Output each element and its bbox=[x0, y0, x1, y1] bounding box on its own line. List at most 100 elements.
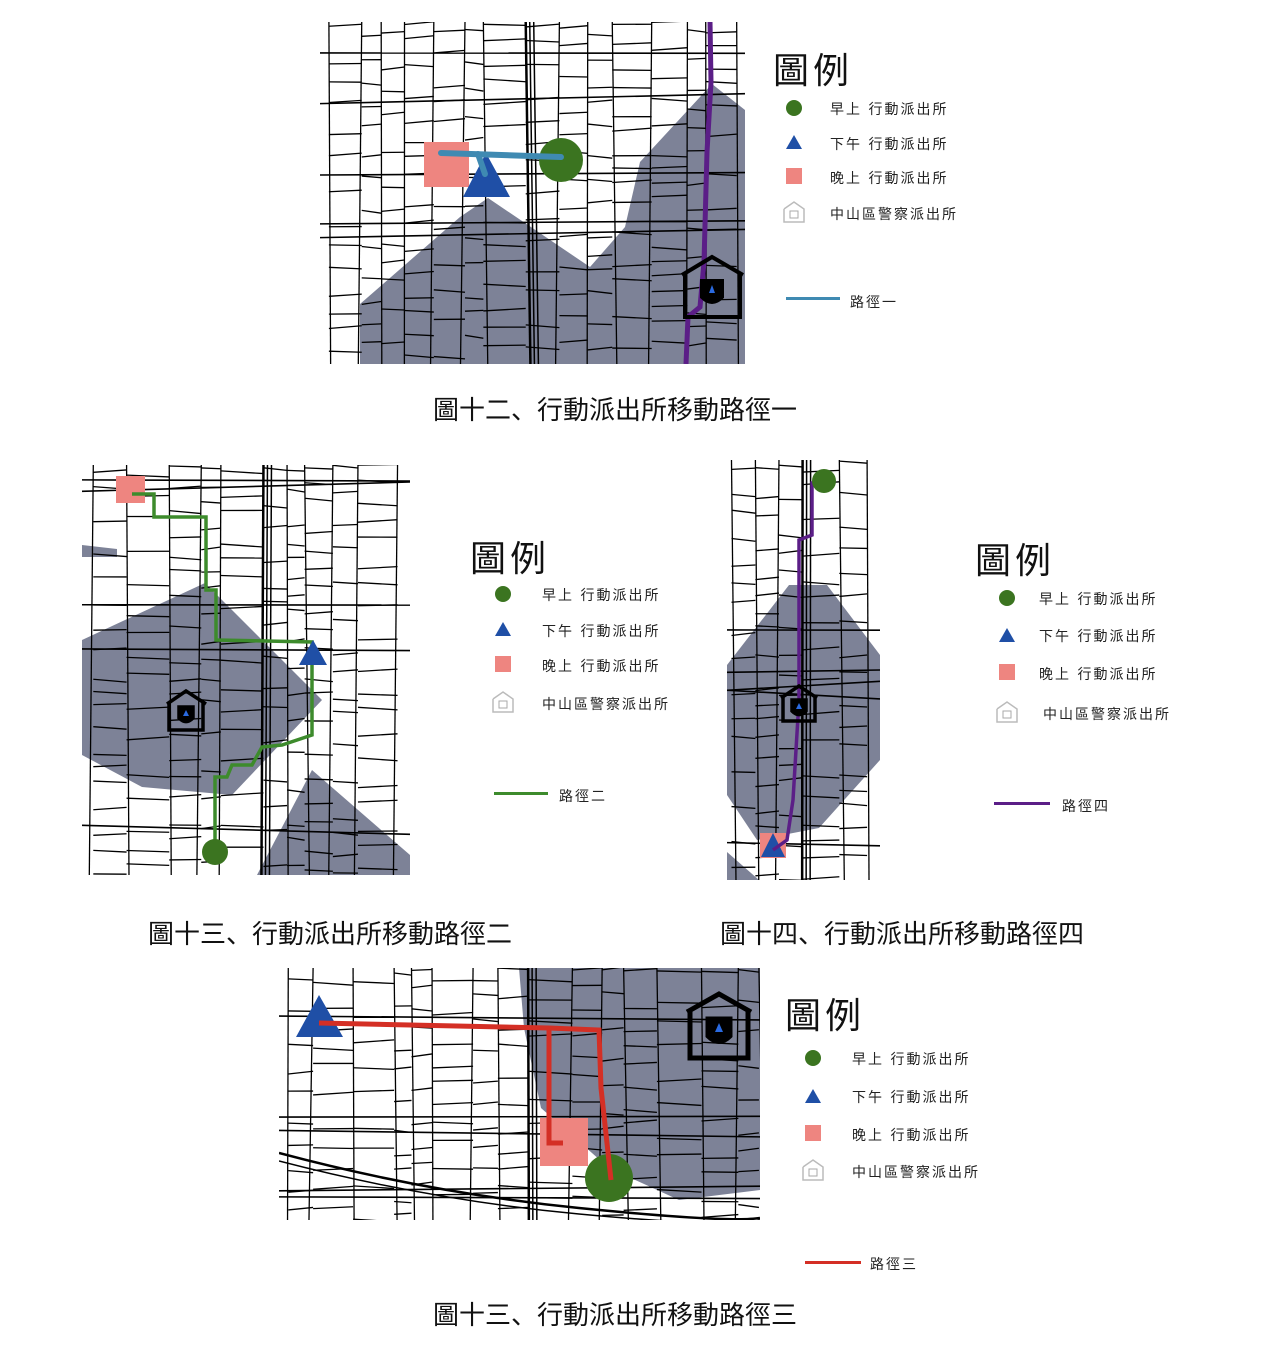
street bbox=[93, 628, 127, 631]
street bbox=[357, 706, 398, 711]
police-station-icon[interactable] bbox=[685, 991, 753, 1061]
street bbox=[126, 736, 170, 741]
street bbox=[755, 703, 780, 707]
street bbox=[304, 611, 333, 615]
street bbox=[357, 867, 398, 871]
street bbox=[731, 656, 756, 660]
street bbox=[361, 245, 382, 250]
street bbox=[473, 1144, 498, 1149]
street bbox=[93, 702, 127, 706]
street bbox=[126, 863, 170, 867]
street bbox=[328, 325, 362, 330]
street bbox=[755, 734, 780, 738]
street bbox=[381, 186, 405, 189]
street bbox=[464, 237, 484, 241]
map-route-4[interactable] bbox=[727, 460, 880, 880]
street bbox=[731, 564, 756, 567]
street bbox=[357, 784, 398, 789]
street bbox=[559, 207, 588, 211]
street bbox=[656, 1188, 702, 1193]
street bbox=[328, 22, 332, 364]
route-2-legend-line bbox=[494, 792, 548, 795]
street bbox=[381, 111, 405, 116]
street bbox=[93, 833, 127, 836]
street bbox=[286, 789, 305, 793]
street bbox=[778, 763, 803, 767]
street bbox=[126, 797, 170, 801]
map-route-1[interactable] bbox=[320, 22, 745, 364]
street bbox=[802, 710, 840, 716]
street bbox=[288, 1122, 314, 1125]
street bbox=[802, 856, 840, 859]
morning-station-marker[interactable] bbox=[812, 469, 836, 493]
police-legend-icon bbox=[802, 1159, 824, 1181]
street bbox=[731, 771, 756, 774]
street bbox=[473, 1080, 498, 1084]
street bbox=[93, 469, 127, 473]
street bbox=[201, 796, 221, 800]
street bbox=[839, 704, 868, 708]
street bbox=[286, 543, 305, 547]
afternoon-station-marker[interactable] bbox=[761, 833, 785, 857]
route-4-legend-line bbox=[994, 802, 1050, 805]
street bbox=[304, 567, 333, 570]
street bbox=[525, 324, 560, 329]
evening-station-marker[interactable] bbox=[424, 142, 469, 187]
figure-caption-12: 圖十二、行動派出所移動路徑一 bbox=[433, 396, 798, 426]
police-station-icon[interactable] bbox=[780, 683, 818, 723]
street bbox=[464, 28, 484, 32]
evening-station-marker[interactable] bbox=[116, 476, 145, 503]
map-route-2[interactable] bbox=[82, 465, 410, 875]
street bbox=[701, 1070, 739, 1073]
street bbox=[410, 968, 416, 1220]
evening-legend-icon bbox=[495, 656, 511, 672]
street bbox=[201, 678, 221, 682]
street bbox=[279, 1015, 760, 1021]
street bbox=[473, 1049, 498, 1052]
evening-legend-icon bbox=[786, 168, 802, 184]
street bbox=[220, 824, 264, 828]
morning-station-marker[interactable] bbox=[202, 839, 228, 865]
street bbox=[755, 810, 780, 815]
street bbox=[738, 1203, 760, 1209]
street bbox=[731, 582, 756, 586]
street bbox=[587, 323, 613, 326]
street bbox=[483, 78, 526, 83]
map-route-3[interactable] bbox=[279, 968, 760, 1220]
street bbox=[651, 289, 688, 293]
street bbox=[169, 465, 202, 468]
police-station-icon[interactable] bbox=[166, 688, 207, 732]
street bbox=[647, 22, 653, 364]
street bbox=[279, 1196, 760, 1200]
street bbox=[332, 818, 359, 821]
street bbox=[612, 86, 652, 89]
street bbox=[357, 843, 398, 847]
street bbox=[353, 1218, 377, 1220]
street bbox=[93, 520, 127, 523]
street bbox=[288, 1169, 314, 1174]
street bbox=[839, 743, 868, 747]
street bbox=[279, 1185, 760, 1192]
street bbox=[623, 1045, 657, 1048]
street bbox=[464, 87, 484, 92]
street bbox=[263, 655, 288, 660]
street bbox=[201, 467, 221, 470]
street bbox=[411, 1053, 433, 1058]
street bbox=[286, 836, 305, 841]
street bbox=[483, 259, 526, 262]
street bbox=[88, 465, 94, 875]
street bbox=[381, 208, 405, 213]
street bbox=[404, 63, 434, 68]
afternoon-station-marker[interactable] bbox=[296, 995, 343, 1037]
street bbox=[483, 100, 526, 106]
street bbox=[93, 849, 127, 853]
street bbox=[473, 1127, 498, 1131]
street bbox=[602, 968, 621, 971]
street bbox=[353, 1185, 395, 1190]
afternoon-station-marker[interactable] bbox=[299, 640, 327, 665]
street bbox=[126, 615, 170, 618]
street bbox=[464, 61, 484, 66]
street bbox=[483, 23, 526, 27]
street bbox=[587, 236, 613, 239]
police-station-icon[interactable] bbox=[680, 254, 745, 319]
